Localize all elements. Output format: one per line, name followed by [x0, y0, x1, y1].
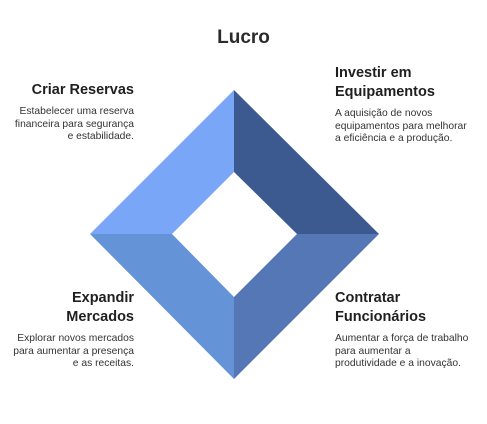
segment-bottom-left	[90, 234, 234, 379]
segment-top-right	[234, 90, 379, 234]
diagram-title: Lucro	[217, 27, 270, 48]
quadrant-top-left: Criar Reservas Estabelecer uma reserva f…	[10, 81, 134, 144]
description-investir-equipamentos: A aquisição de novos equipamentos para m…	[335, 108, 467, 144]
heading-expandir-mercados: Expandir Mercados	[66, 290, 134, 325]
description-contratar-funcionarios: Aumentar a força de trabalho para aument…	[335, 333, 469, 369]
quadrant-top-right: Investir em Equipamentos A aquisição de …	[335, 64, 475, 146]
description-expandir-mercados: Explorar novos mercados para aumentar a …	[13, 333, 134, 369]
segment-bottom-right	[234, 234, 379, 379]
heading-contratar-funcionarios: Contratar Funcionários	[335, 290, 427, 325]
heading-investir-equipamentos: Investir em Equipamentos	[335, 65, 435, 100]
heading-criar-reservas: Criar Reservas	[31, 82, 134, 98]
quadrant-bottom-left: Expandir Mercados Explorar novos mercado…	[10, 289, 134, 371]
description-criar-reservas: Estabelecer uma reserva financeira para …	[14, 106, 134, 142]
segment-top-left	[90, 90, 234, 234]
quadrant-bottom-right: Contratar Funcionários Aumentar a força …	[335, 289, 475, 371]
